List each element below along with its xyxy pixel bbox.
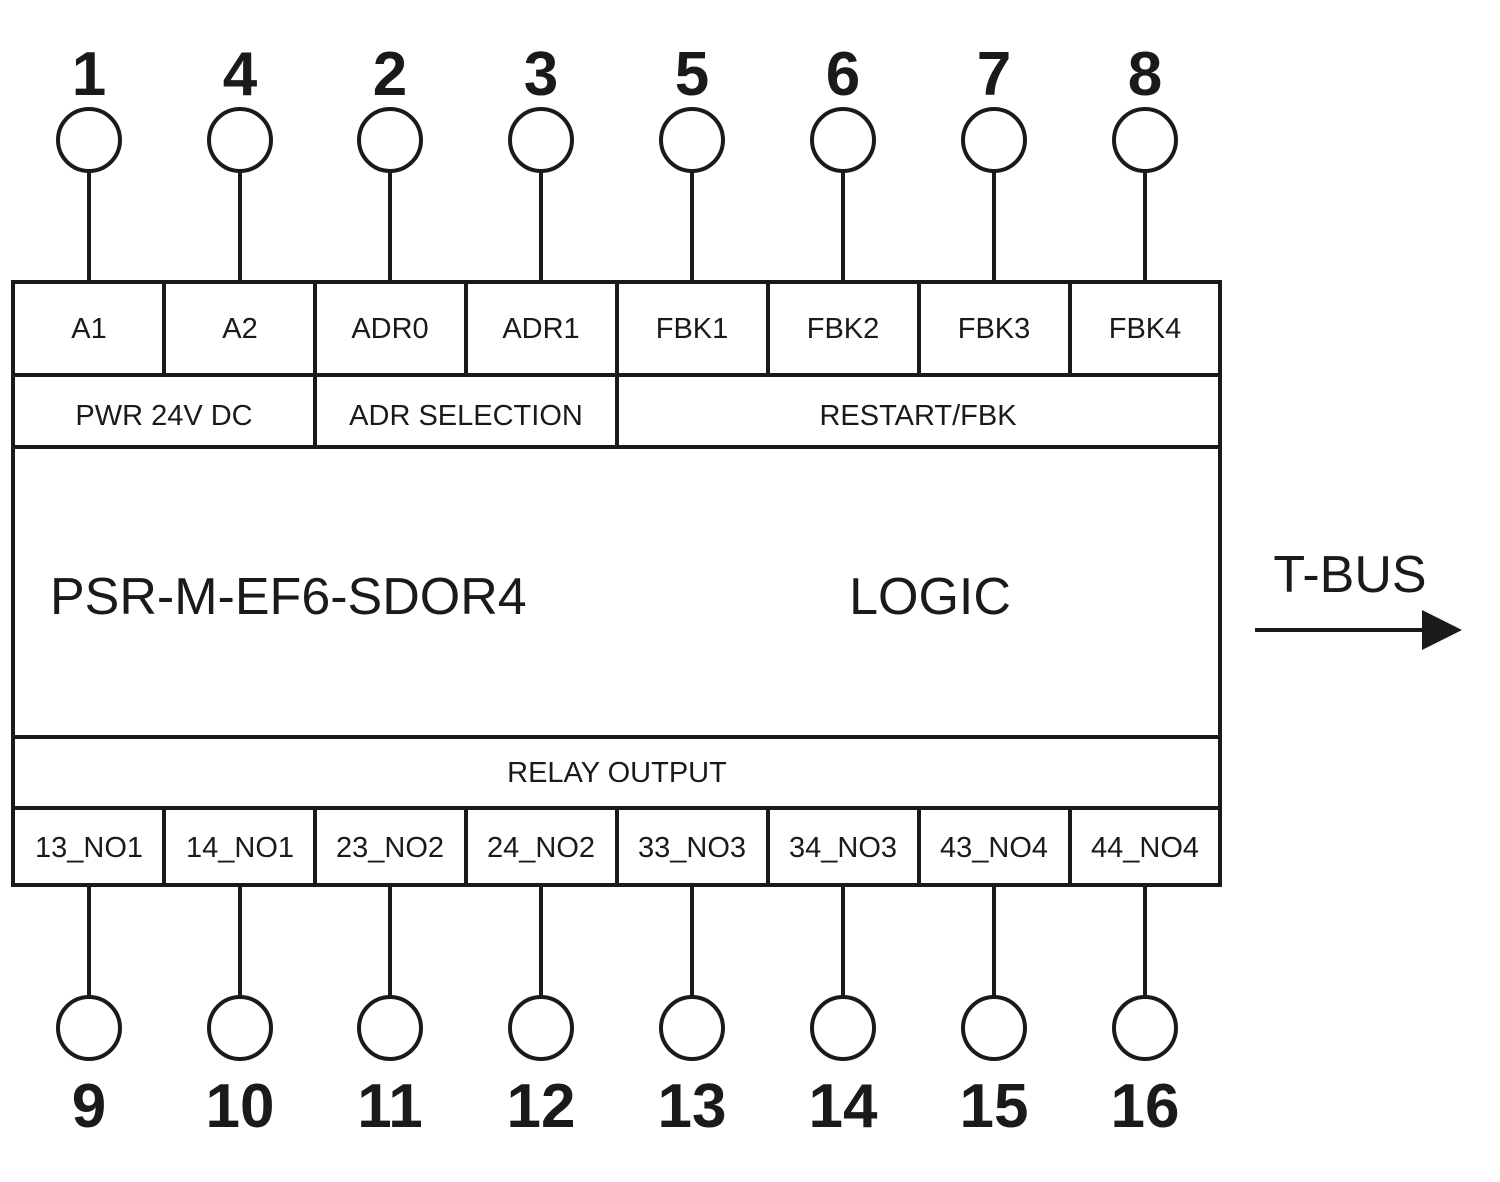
terminal-number: 8 [1128, 40, 1162, 109]
terminal-number: 10 [206, 1072, 275, 1141]
arrow-right-icon [1422, 610, 1462, 650]
terminal-number: 12 [507, 1072, 576, 1141]
terminal-circle [659, 995, 725, 1061]
bottom-terminal: 13 [658, 885, 727, 1141]
terminal-label: FBK3 [958, 313, 1031, 345]
terminal-circle [508, 995, 574, 1061]
terminal-label: ADR1 [502, 313, 579, 345]
terminal-label: 33_NO3 [638, 832, 746, 864]
group-label-power: PWR 24V DC [75, 400, 252, 432]
logic-label: LOGIC [849, 568, 1011, 626]
terminal-label: FBK2 [807, 313, 880, 345]
terminal-circle [357, 107, 423, 173]
terminal-number: 13 [658, 1072, 727, 1141]
terminal-number: 2 [373, 40, 407, 109]
top-terminal: 5 [659, 40, 725, 282]
bottom-terminal: 15 [960, 885, 1029, 1141]
terminal-circle [56, 995, 122, 1061]
top-terminal: 8 [1112, 40, 1178, 282]
terminal-label: FBK4 [1109, 313, 1182, 345]
top-terminal: 6 [810, 40, 876, 282]
terminal-number: 16 [1111, 1072, 1180, 1141]
terminal-number: 3 [524, 40, 558, 109]
terminal-circle [961, 107, 1027, 173]
top-terminal: 3 [508, 40, 574, 282]
terminal-label: FBK1 [656, 313, 729, 345]
terminal-circle [508, 107, 574, 173]
terminal-label: 44_NO4 [1091, 832, 1199, 864]
terminal-circle [1112, 995, 1178, 1061]
tbus-connection: T-BUS [1255, 546, 1462, 650]
bottom-terminal: 9 [56, 885, 122, 1141]
terminal-circle [961, 995, 1027, 1061]
top-terminals: 1 4 2 3 5 6 7 [56, 40, 1178, 282]
group-label-address: ADR SELECTION [349, 400, 583, 432]
terminal-circle [207, 107, 273, 173]
top-terminal: 1 [56, 40, 122, 282]
terminal-label: 14_NO1 [186, 832, 294, 864]
terminal-number: 11 [357, 1072, 423, 1141]
terminal-circle [810, 107, 876, 173]
terminal-number: 15 [960, 1072, 1029, 1141]
bottom-terminal: 16 [1111, 885, 1180, 1141]
module-frame [11, 280, 1222, 887]
terminal-label: 34_NO3 [789, 832, 897, 864]
bottom-terminal: 10 [206, 885, 275, 1141]
terminal-circle [659, 107, 725, 173]
terminal-circle [357, 995, 423, 1061]
terminal-number: 1 [72, 40, 106, 109]
terminal-number: 5 [675, 40, 709, 109]
terminal-number: 4 [223, 40, 258, 109]
terminal-circle [810, 995, 876, 1061]
relay-output-label: RELAY OUTPUT [507, 757, 727, 789]
terminal-number: 9 [72, 1072, 106, 1141]
bottom-terminal: 14 [809, 885, 878, 1141]
terminal-circle [207, 995, 273, 1061]
terminal-label: A2 [222, 313, 257, 345]
group-label-restart: RESTART/FBK [819, 400, 1017, 432]
terminal-label: A1 [71, 313, 106, 345]
bottom-terminal: 11 [357, 885, 423, 1141]
terminal-number: 7 [977, 40, 1011, 109]
top-terminal: 7 [961, 40, 1027, 282]
module-name: PSR-M-EF6-SDOR4 [50, 568, 527, 626]
bottom-terminals: 9 10 11 12 13 14 15 [56, 885, 1180, 1141]
terminal-circle [1112, 107, 1178, 173]
terminal-label: 43_NO4 [940, 832, 1048, 864]
bottom-terminal-labels: 13_NO1 14_NO1 23_NO2 24_NO2 33_NO3 34_NO… [35, 832, 1199, 864]
top-terminal-labels: A1 A2 ADR0 ADR1 FBK1 FBK2 FBK3 FBK4 [71, 313, 1181, 345]
terminal-circle [56, 107, 122, 173]
terminal-label: 24_NO2 [487, 832, 595, 864]
terminal-label: 13_NO1 [35, 832, 143, 864]
top-terminal: 2 [357, 40, 423, 282]
tbus-label: T-BUS [1273, 546, 1426, 604]
top-terminal: 4 [207, 40, 273, 282]
bottom-terminal: 12 [507, 885, 576, 1141]
terminal-label: 23_NO2 [336, 832, 444, 864]
terminal-number: 6 [826, 40, 860, 109]
terminal-number: 14 [809, 1072, 878, 1141]
terminal-label: ADR0 [351, 313, 428, 345]
group-labels: PWR 24V DC ADR SELECTION RESTART/FBK [75, 400, 1017, 432]
